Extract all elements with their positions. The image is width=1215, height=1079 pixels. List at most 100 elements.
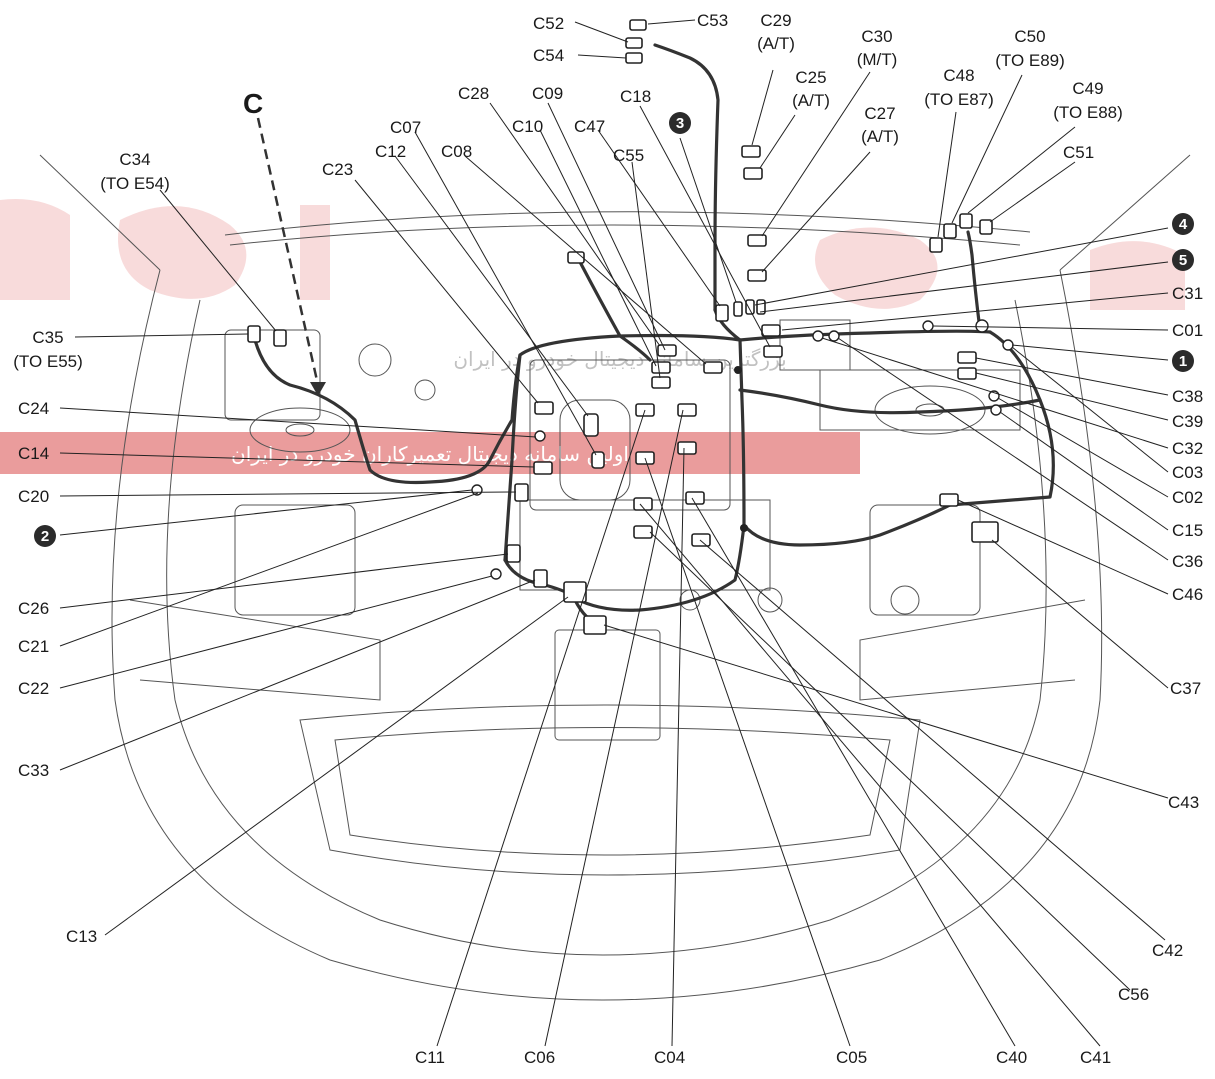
label-c06: C06 [524, 1048, 555, 1067]
main-harness [253, 43, 1055, 627]
label-c28: C28 [458, 84, 489, 103]
connectors [247, 19, 999, 635]
connector-c31 [761, 324, 781, 337]
label-c03: C03 [1172, 463, 1203, 482]
label-c49: C49 [1072, 79, 1103, 98]
numbered-markers: 1 2 3 4 5 [34, 112, 1194, 547]
label-c20: C20 [18, 487, 49, 506]
label-c50-sub: (TO E89) [995, 51, 1065, 70]
label-c48-sub: (TO E87) [924, 90, 994, 109]
label-c41: C41 [1080, 1048, 1111, 1067]
label-c34-sub: (TO E54) [100, 174, 170, 193]
label-c12: C12 [375, 142, 406, 161]
connector-c34 [273, 329, 287, 347]
connector-c06 [677, 403, 697, 417]
label-c15: C15 [1172, 521, 1203, 540]
label-c32: C32 [1172, 439, 1203, 458]
connector-c27 [747, 269, 767, 282]
label-c07: C07 [390, 118, 421, 137]
connector-c51 [979, 219, 993, 235]
label-c35: C35 [32, 328, 63, 347]
connector-c28 [567, 251, 585, 264]
label-c23: C23 [322, 160, 353, 179]
connector-c12 [583, 413, 599, 437]
label-c47: C47 [574, 117, 605, 136]
connector-c47c [745, 299, 755, 315]
connector-c49 [959, 213, 973, 229]
connector-labels: C52 C53 C54 C29 (A/T) C30 (M/T) C25 (A/T… [13, 11, 1203, 1067]
label-c22: C22 [18, 679, 49, 698]
label-c38: C38 [1172, 387, 1203, 406]
connector-c10 [651, 361, 671, 374]
connector-c52 [625, 37, 643, 49]
connector-c30 [747, 234, 767, 247]
ground-c32 [812, 330, 824, 342]
label-c05: C05 [836, 1048, 867, 1067]
label-c55: C55 [613, 146, 644, 165]
label-c25-sub: (A/T) [792, 91, 830, 110]
connector-c47b [733, 301, 743, 317]
ground-points [471, 319, 1014, 580]
harness-junctions [734, 366, 748, 532]
connector-c43 [583, 615, 607, 635]
grommet [975, 319, 989, 333]
label-c21: C21 [18, 637, 49, 656]
watermark-bar [0, 432, 860, 474]
marker-5 [1172, 249, 1194, 271]
connector-c33 [533, 569, 548, 588]
marker-4 [1172, 213, 1194, 235]
ground-c15 [990, 404, 1002, 416]
marker-5-text: 5 [1179, 252, 1187, 269]
label-c27-sub: (A/T) [861, 127, 899, 146]
label-c48: C48 [943, 66, 974, 85]
connector-c37 [971, 521, 999, 543]
label-c09: C09 [532, 84, 563, 103]
watermark-line-2: اولین سامانه دیجیتال تعمیرکاران خودرو در… [231, 442, 629, 466]
connector-c53 [629, 19, 647, 31]
label-c43: C43 [1168, 793, 1199, 812]
label-c29: C29 [760, 11, 791, 30]
connector-c50 [943, 223, 957, 239]
label-c54: C54 [533, 46, 564, 65]
connector-c09 [657, 344, 677, 357]
label-c40: C40 [996, 1048, 1027, 1067]
connector-c26 [506, 544, 521, 563]
label-c56: C56 [1118, 985, 1149, 1004]
watermark: بزرگترین سامانه دیجیتال خودرو در ایران ا… [0, 199, 1185, 474]
label-c29-sub: (A/T) [757, 34, 795, 53]
connector-c04 [677, 441, 697, 455]
label-c36: C36 [1172, 552, 1203, 571]
ground-c01 [922, 320, 934, 332]
label-c25: C25 [795, 68, 826, 87]
label-c24: C24 [18, 399, 49, 418]
label-c39: C39 [1172, 412, 1203, 431]
label-c35-sub: (TO E55) [13, 352, 83, 371]
connector-c42 [691, 533, 711, 547]
marker-4-text: 4 [1179, 216, 1188, 233]
marker-3-text: 3 [676, 115, 684, 132]
label-c49-sub: (TO E88) [1053, 103, 1123, 122]
connector-c54 [625, 52, 643, 64]
label-c27: C27 [864, 104, 895, 123]
connector-c55 [651, 376, 671, 389]
connector-c46 [939, 493, 959, 507]
label-c37: C37 [1170, 679, 1201, 698]
connector-c25 [743, 167, 763, 180]
ground-c22 [490, 568, 502, 580]
label-c50: C50 [1014, 27, 1045, 46]
ground-c24 [534, 430, 546, 442]
connector-c07 [591, 451, 605, 469]
marker-2-text: 2 [41, 528, 49, 545]
ground-c36 [828, 330, 840, 342]
label-c11: C11 [415, 1048, 445, 1067]
leader-lines [59, 19, 1169, 1047]
label-c46: C46 [1172, 585, 1203, 604]
label-c30-sub: (M/T) [857, 50, 898, 69]
connector-c08 [703, 361, 723, 374]
label-c42: C42 [1152, 941, 1183, 960]
label-c14: C14 [18, 444, 49, 463]
ground-c03 [1002, 339, 1014, 351]
label-c01: C01 [1172, 321, 1203, 340]
label-c13: C13 [66, 927, 97, 946]
